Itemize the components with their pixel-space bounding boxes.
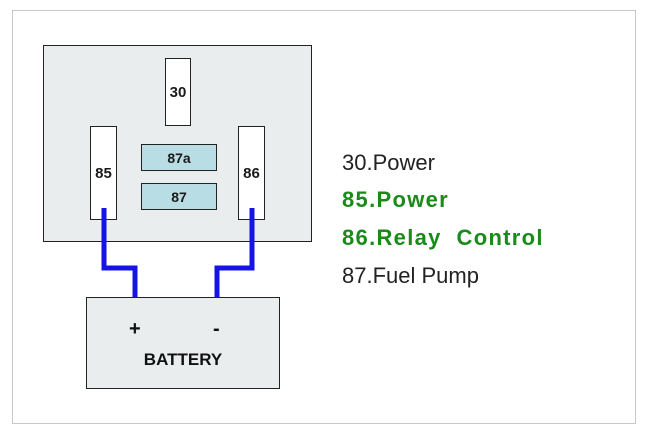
battery-negative-terminal: - bbox=[213, 318, 220, 340]
wire-negative bbox=[214, 208, 255, 313]
battery: + - BATTERY bbox=[86, 297, 280, 389]
pin-86-label: 86 bbox=[243, 164, 260, 182]
pin-87-label: 87 bbox=[171, 188, 187, 205]
pin-87: 87 bbox=[141, 183, 217, 210]
wire-positive bbox=[101, 208, 138, 313]
pin-85: 85 bbox=[90, 126, 117, 220]
pin-30: 30 bbox=[165, 58, 191, 126]
pin-87a: 87a bbox=[141, 144, 217, 171]
pin-85-label: 85 bbox=[95, 164, 112, 182]
legend-item-87: 87.Fuel Pump bbox=[342, 263, 479, 288]
legend-item-86: 86.Relay Control bbox=[342, 225, 544, 250]
legend-item-85: 85.Power bbox=[342, 187, 450, 212]
legend-item-30: 30.Power bbox=[342, 150, 435, 175]
battery-label: BATTERY bbox=[143, 350, 223, 369]
pin-87a-label: 87a bbox=[167, 149, 191, 166]
pin-30-label: 30 bbox=[169, 83, 187, 101]
battery-positive-terminal: + bbox=[129, 318, 141, 340]
